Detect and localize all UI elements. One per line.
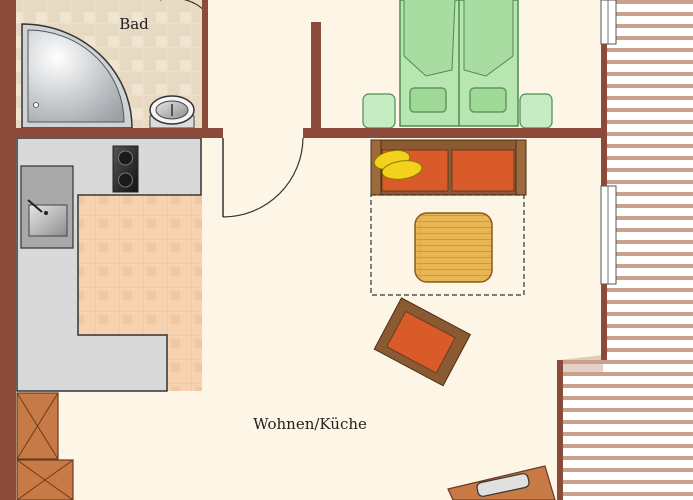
- bathroom: Bad: [16, 0, 207, 130]
- nightstand-icon: [362, 93, 553, 129]
- room-label-bathroom: Bad: [119, 15, 149, 33]
- room-label-living-kitchen: Wohnen/Küche: [253, 415, 367, 433]
- shower-icon: [21, 23, 133, 129]
- kitchen-counter: [16, 137, 202, 392]
- sofa-icon: [370, 139, 527, 196]
- desk-icon: [447, 465, 556, 500]
- armchair-icon: [373, 297, 472, 387]
- window-icon: [600, 0, 617, 285]
- kitchen-sink-icon: [20, 165, 74, 249]
- stove-icon: [112, 145, 139, 193]
- walls: [0, 0, 607, 500]
- cabinet: [16, 392, 74, 500]
- sink-icon: [149, 95, 195, 129]
- terrace: [560, 0, 693, 500]
- rug: [370, 194, 525, 296]
- door-swing-icon: [222, 137, 304, 218]
- bed-icon: [399, 0, 519, 127]
- coffee-table-icon: [414, 212, 493, 283]
